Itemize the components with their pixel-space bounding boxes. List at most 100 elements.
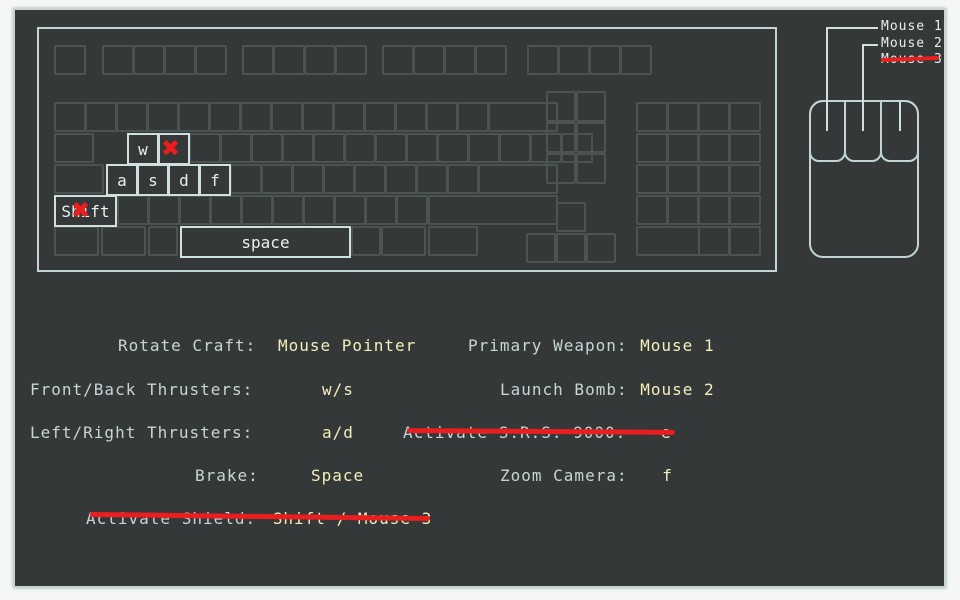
mouse-1-label: Mouse 1 bbox=[881, 19, 943, 34]
control-rotate-craft: Rotate Craft: bbox=[118, 336, 256, 355]
keyboard-key bbox=[272, 195, 304, 225]
numpad-key bbox=[698, 164, 730, 194]
function-key bbox=[195, 45, 227, 75]
numpad-key bbox=[667, 195, 699, 225]
keyboard-key bbox=[282, 133, 314, 163]
keyboard-key bbox=[148, 195, 180, 225]
keyboard-key bbox=[406, 133, 438, 163]
numpad-key bbox=[698, 195, 730, 225]
numpad-key bbox=[667, 102, 699, 132]
keyboard-key bbox=[292, 164, 324, 194]
nav-key bbox=[576, 91, 606, 122]
key-alt bbox=[148, 226, 178, 256]
control-value: a/d bbox=[322, 423, 354, 442]
key-escape bbox=[54, 45, 86, 75]
numpad-key bbox=[667, 164, 699, 194]
keyboard-key bbox=[426, 102, 458, 132]
key-ctrl bbox=[54, 226, 99, 256]
mouse-2-leader bbox=[862, 44, 878, 46]
numpad-key bbox=[729, 102, 761, 132]
keyboard-key bbox=[416, 164, 448, 194]
control-label: Primary Weapon: bbox=[468, 336, 628, 355]
arrow-key bbox=[556, 233, 586, 263]
mouse-1-leader bbox=[826, 27, 878, 29]
keyboard-key bbox=[395, 102, 427, 132]
key-shift-disabled: Shift ✖ bbox=[54, 195, 117, 227]
mouse-2-label: Mouse 2 bbox=[881, 36, 943, 51]
function-key bbox=[164, 45, 196, 75]
nav-key bbox=[576, 153, 606, 184]
keyboard-key bbox=[385, 164, 417, 194]
control-label: Left/Right Thrusters: bbox=[30, 423, 254, 442]
control-value: Mouse 1 bbox=[640, 336, 715, 355]
control-label: Rotate Craft: bbox=[118, 336, 257, 355]
numpad-key bbox=[636, 226, 700, 256]
nav-key bbox=[546, 122, 576, 153]
arrow-up-key bbox=[556, 202, 586, 232]
control-value: Mouse Pointer bbox=[278, 336, 417, 355]
keyboard-key bbox=[117, 195, 149, 225]
function-key bbox=[475, 45, 507, 75]
key-menu bbox=[381, 226, 426, 256]
keyboard-key bbox=[189, 133, 221, 163]
function-key bbox=[620, 45, 652, 75]
keyboard-key bbox=[220, 133, 252, 163]
keyboard-key bbox=[116, 102, 148, 132]
key-tab bbox=[54, 133, 94, 163]
numpad-key bbox=[636, 195, 668, 225]
keyboard-key bbox=[396, 195, 428, 225]
key-shift-label: Shift bbox=[61, 201, 110, 221]
numpad-key bbox=[729, 164, 761, 194]
control-value: Space bbox=[311, 466, 365, 485]
mouse-1-leader bbox=[826, 27, 828, 131]
function-key bbox=[558, 45, 590, 75]
numpad-key bbox=[698, 226, 730, 256]
control-launch-bomb: Launch Bomb: Mouse 2 bbox=[500, 380, 715, 399]
control-label: Front/Back Thrusters: bbox=[30, 380, 254, 399]
function-key bbox=[242, 45, 274, 75]
nav-key bbox=[576, 122, 606, 153]
control-label: Launch Bomb: bbox=[500, 380, 628, 399]
disabled-x-icon: ✖ bbox=[162, 131, 181, 166]
keyboard-key bbox=[468, 133, 500, 163]
key-a: a bbox=[106, 164, 138, 196]
keyboard-key bbox=[230, 164, 262, 194]
keyboard-key bbox=[147, 102, 179, 132]
numpad-key bbox=[729, 133, 761, 163]
keyboard-key bbox=[344, 133, 376, 163]
function-key bbox=[335, 45, 367, 75]
control-left-right-thrusters: Left/Right Thrusters: bbox=[30, 423, 253, 442]
nav-key bbox=[546, 153, 576, 184]
key-caps-lock bbox=[54, 164, 104, 194]
keyboard-key bbox=[457, 102, 489, 132]
key-space: space bbox=[180, 226, 351, 258]
arrow-key bbox=[586, 233, 616, 263]
keyboard-key bbox=[313, 133, 345, 163]
control-value: Mouse 2 bbox=[640, 380, 715, 399]
function-key bbox=[444, 45, 476, 75]
control-brake: Brake: bbox=[195, 466, 259, 485]
disabled-x-icon: ✖ bbox=[72, 193, 91, 228]
control-label: Zoom Camera: bbox=[500, 466, 628, 485]
keyboard-diagram: w ✖ a s d f Shift ✖ space bbox=[37, 27, 777, 272]
key-e-disabled: ✖ bbox=[158, 133, 190, 165]
control-front-back-thrusters: Front/Back Thrusters: bbox=[30, 380, 253, 399]
keyboard-key bbox=[375, 133, 407, 163]
keyboard-key bbox=[447, 164, 479, 194]
function-key bbox=[589, 45, 621, 75]
arrow-key bbox=[526, 233, 556, 263]
key-w: w bbox=[127, 133, 159, 165]
keyboard-key bbox=[209, 102, 241, 132]
keyboard-key bbox=[271, 102, 303, 132]
numpad-key bbox=[729, 195, 761, 225]
numpad-key bbox=[698, 133, 730, 163]
control-primary-weapon: Primary Weapon: Mouse 1 bbox=[468, 336, 715, 355]
keyboard-key bbox=[261, 164, 293, 194]
controls-panel: w ✖ a s d f Shift ✖ space Mouse 1 Mouse … bbox=[13, 8, 946, 588]
key-s: s bbox=[137, 164, 169, 196]
nav-key bbox=[546, 91, 576, 122]
key-shift-right bbox=[428, 195, 558, 225]
control-label: Brake: bbox=[195, 466, 259, 485]
keyboard-key bbox=[303, 195, 335, 225]
keyboard-key bbox=[364, 102, 396, 132]
